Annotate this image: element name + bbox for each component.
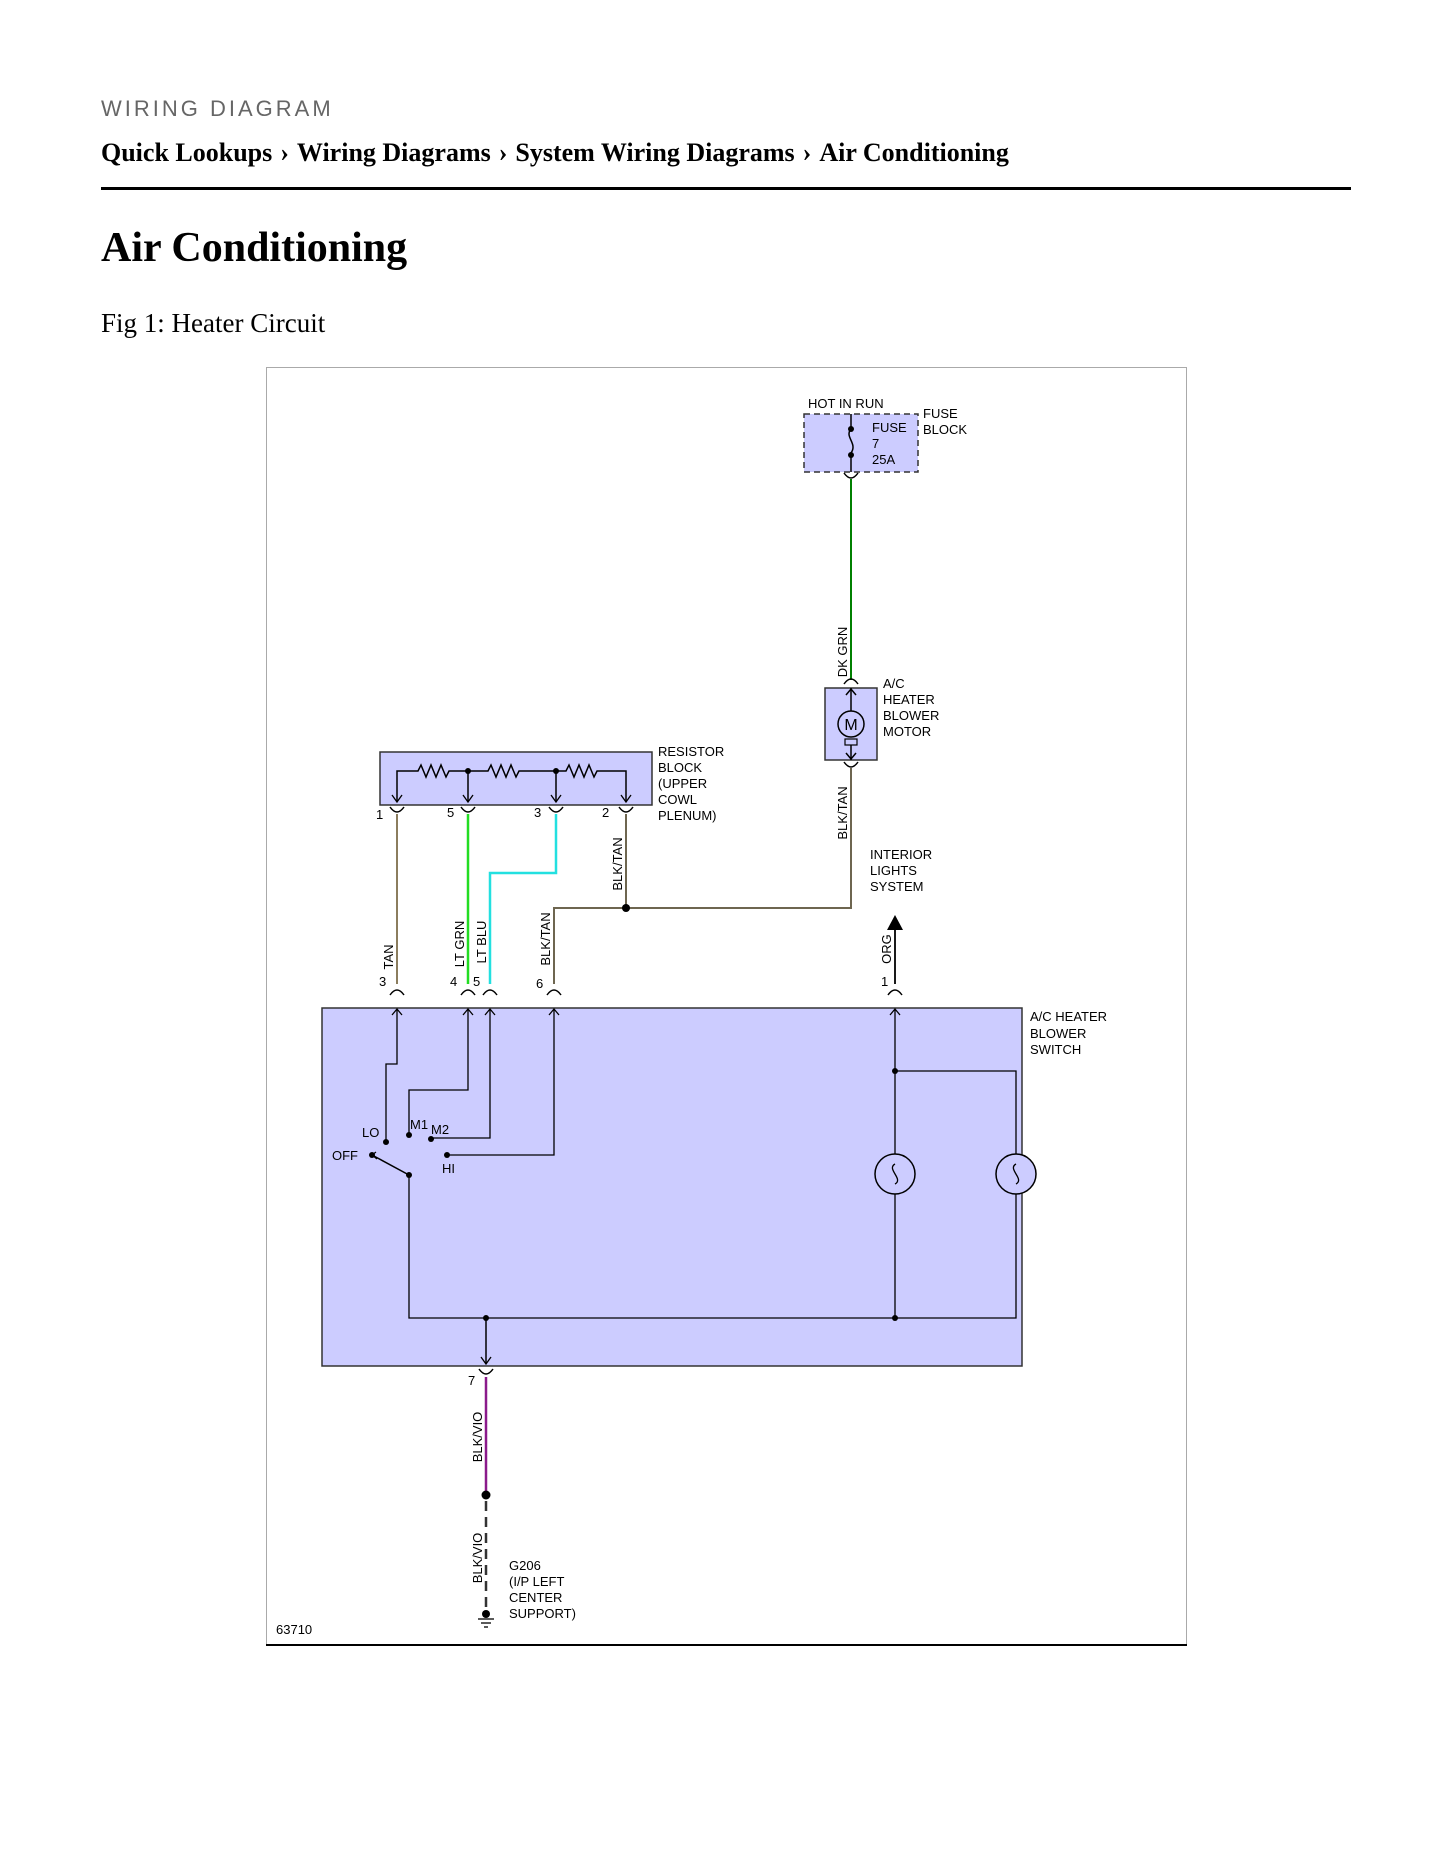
- switch-path-lo: [385, 1009, 398, 1140]
- figure-caption: Fig 1: Heater Circuit: [101, 308, 326, 338]
- wiring-diagram-frame: HOT IN RUN FUSE 7 25A FUSE BLOCK DK GRN …: [266, 367, 1188, 1647]
- wire-label-org: ORG: [879, 934, 894, 964]
- wire-label-lt-blu: LT BLU: [474, 921, 489, 964]
- wire-label-blk-tan-switch: BLK/TAN: [538, 912, 553, 965]
- motor-symbol-letter: M: [844, 717, 857, 734]
- motor-label-line2: HEATER: [883, 692, 935, 707]
- fuse-block-label-line1: FUSE: [923, 406, 958, 421]
- switch-pin-6: 6: [536, 976, 543, 991]
- breadcrumb-separator: ›: [280, 138, 289, 167]
- fuse-label-line1: FUSE: [872, 420, 907, 435]
- wiring-diagram: HOT IN RUN FUSE 7 25A FUSE BLOCK DK GRN …: [266, 367, 1187, 1646]
- wire-blk-tan-motor: [626, 768, 852, 909]
- fuse-label-line3: 25A: [872, 452, 895, 467]
- wire-label-lt-grn: LT GRN: [452, 921, 467, 967]
- ground-label-line1: G206: [509, 1558, 541, 1573]
- resistor-label-line1: RESISTOR: [658, 744, 724, 759]
- breadcrumb-separator: ›: [498, 138, 508, 167]
- breadcrumb: Quick Lookups›Wiring Diagrams›System Wir…: [101, 138, 1009, 168]
- fuse-symbol: [848, 428, 854, 454]
- motor-label-line1: A/C: [883, 676, 905, 691]
- switch-position-m1: M1: [410, 1117, 428, 1132]
- resistor-pin-2: 2: [602, 805, 609, 820]
- switch-position-m2: M2: [431, 1122, 449, 1137]
- motor-connector-bottom: [843, 761, 859, 768]
- motor-label-line4: MOTOR: [883, 724, 931, 739]
- breadcrumb-item-air-conditioning[interactable]: Air Conditioning: [819, 138, 1009, 167]
- wire-label-blk-tan-motor: BLK/TAN: [835, 786, 850, 839]
- resistor-label-line3: (UPPER: [658, 776, 707, 791]
- switch-pin-7: 7: [468, 1373, 475, 1388]
- switch-path-hi: [447, 1009, 555, 1156]
- page-title: Air Conditioning: [101, 225, 408, 271]
- ground-label-line2: (I/P LEFT: [509, 1574, 564, 1589]
- fuse-block-label-line2: BLOCK: [923, 422, 967, 437]
- switch-path-m1: [408, 1009, 469, 1133]
- resistor-pin-1: 1: [376, 807, 383, 822]
- interior-lights-label-line3: SYSTEM: [870, 879, 923, 894]
- figure-number: 63710: [276, 1622, 312, 1637]
- switch-position-hi: HI: [442, 1161, 455, 1176]
- motor-symbol: [837, 710, 865, 738]
- resistor-pin-3: 3: [534, 805, 541, 820]
- switch-common-bus: [408, 1070, 1017, 1319]
- breadcrumb-separator: ›: [802, 138, 812, 167]
- resistor-label-line5: PLENUM): [658, 808, 717, 823]
- wire-label-tan: TAN: [381, 944, 396, 969]
- switch-pin-5: 5: [473, 974, 480, 989]
- motor-connector-top: [843, 678, 859, 685]
- diagram-border: [266, 367, 1187, 1646]
- ground-label-line3: CENTER: [509, 1590, 562, 1605]
- wire-label-blk-tan-resistor: BLK/TAN: [610, 837, 625, 890]
- fuse-block: [803, 413, 919, 473]
- motor-label-line3: BLOWER: [883, 708, 939, 723]
- switch-pin-1: 1: [881, 974, 888, 989]
- switch-path-m2: [431, 1009, 491, 1139]
- switch-label-line2: BLOWER: [1030, 1026, 1086, 1041]
- header-divider: [101, 187, 1351, 190]
- splice-blk-tan: [622, 904, 630, 912]
- wire-blk-tan-switch: [553, 814, 627, 984]
- wire-label-blk-vio-ground: BLK/VIO: [470, 1533, 485, 1584]
- document-kicker: WIRING DIAGRAM: [101, 96, 334, 121]
- switch-wiper: [371, 1154, 410, 1176]
- switch-label-line3: SWITCH: [1030, 1042, 1081, 1057]
- breadcrumb-item-quick-lookups[interactable]: Quick Lookups: [101, 138, 273, 167]
- resistor-label-line4: COWL: [658, 792, 697, 807]
- interior-lights-label-line2: LIGHTS: [870, 863, 917, 878]
- interior-lights-arrow: [887, 915, 903, 930]
- switch-pin-4: 4: [450, 974, 457, 989]
- switch-pin-3: 3: [379, 974, 386, 989]
- breadcrumb-item-wiring-diagrams[interactable]: Wiring Diagrams: [296, 138, 491, 167]
- switch-label-line1: A/C HEATER: [1030, 1009, 1107, 1024]
- breadcrumb-item-system-wiring-diagrams[interactable]: System Wiring Diagrams: [515, 138, 795, 167]
- hot-in-run-label: HOT IN RUN: [808, 396, 884, 411]
- wire-lt-blu: [488, 814, 558, 984]
- splice-blk-vio: [481, 1490, 491, 1500]
- resistor-pin-5: 5: [447, 805, 454, 820]
- ground-label-line4: SUPPORT): [509, 1606, 576, 1621]
- fuse-connector: [843, 472, 859, 479]
- wire-label-blk-vio: BLK/VIO: [470, 1412, 485, 1463]
- blower-switch: [321, 1007, 1023, 1367]
- switch-position-lo: LO: [362, 1125, 379, 1140]
- switch-position-off: OFF: [332, 1148, 358, 1163]
- interior-lights-label-line1: INTERIOR: [870, 847, 932, 862]
- fuse-label-line2: 7: [872, 436, 879, 451]
- resistor-label-line2: BLOCK: [658, 760, 702, 775]
- wire-label-dk-grn: DK GRN: [835, 627, 850, 678]
- resistor-network: [396, 763, 627, 802]
